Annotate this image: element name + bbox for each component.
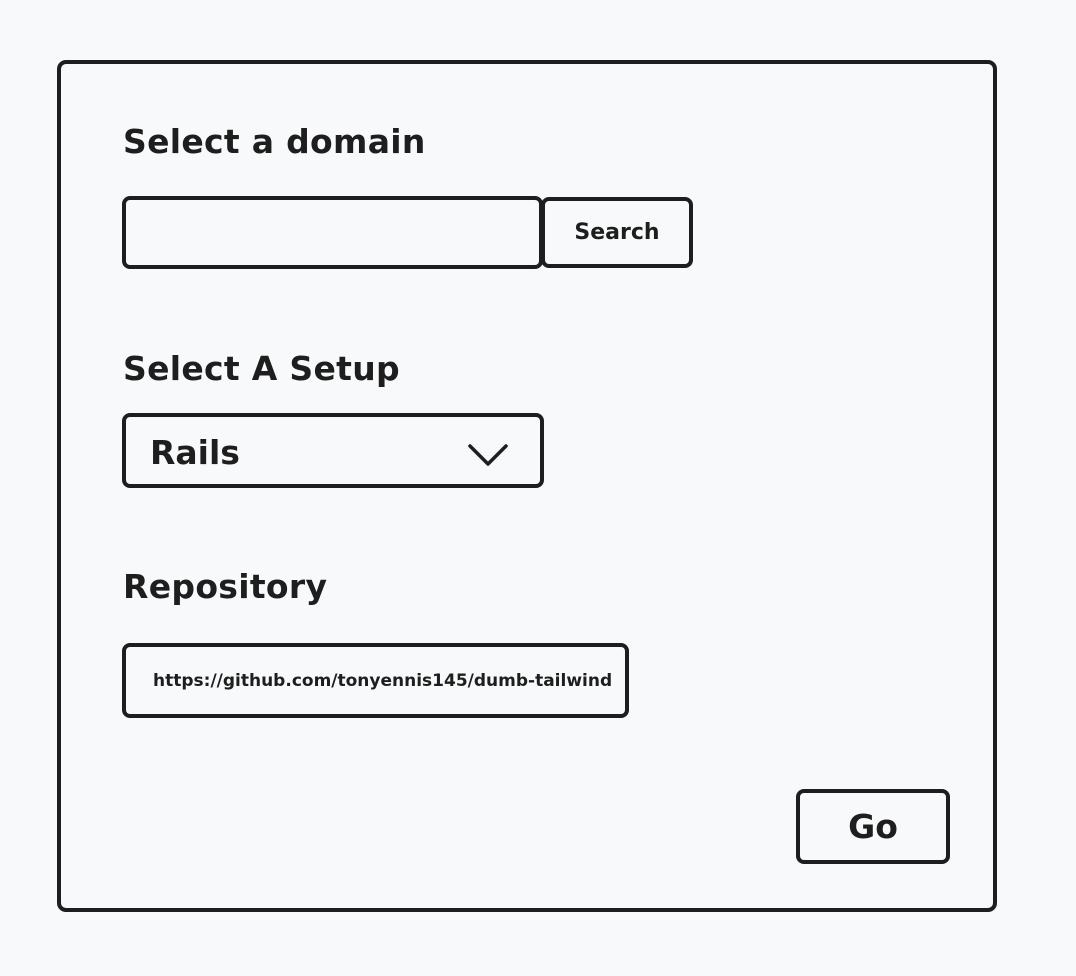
go-button[interactable]: Go (796, 789, 950, 864)
setup-select[interactable]: Rails (122, 413, 544, 488)
form-panel (57, 60, 997, 912)
search-button[interactable]: Search (541, 197, 693, 268)
domain-label: Select a domain (123, 122, 426, 161)
setup-label: Select A Setup (123, 349, 400, 388)
setup-selected-value: Rails (150, 433, 240, 472)
domain-search-input[interactable] (122, 196, 543, 269)
chevron-down-icon (468, 444, 508, 466)
repository-field[interactable]: https://github.com/tonyennis145/dumb-tai… (122, 643, 629, 718)
repository-label: Repository (123, 567, 328, 606)
